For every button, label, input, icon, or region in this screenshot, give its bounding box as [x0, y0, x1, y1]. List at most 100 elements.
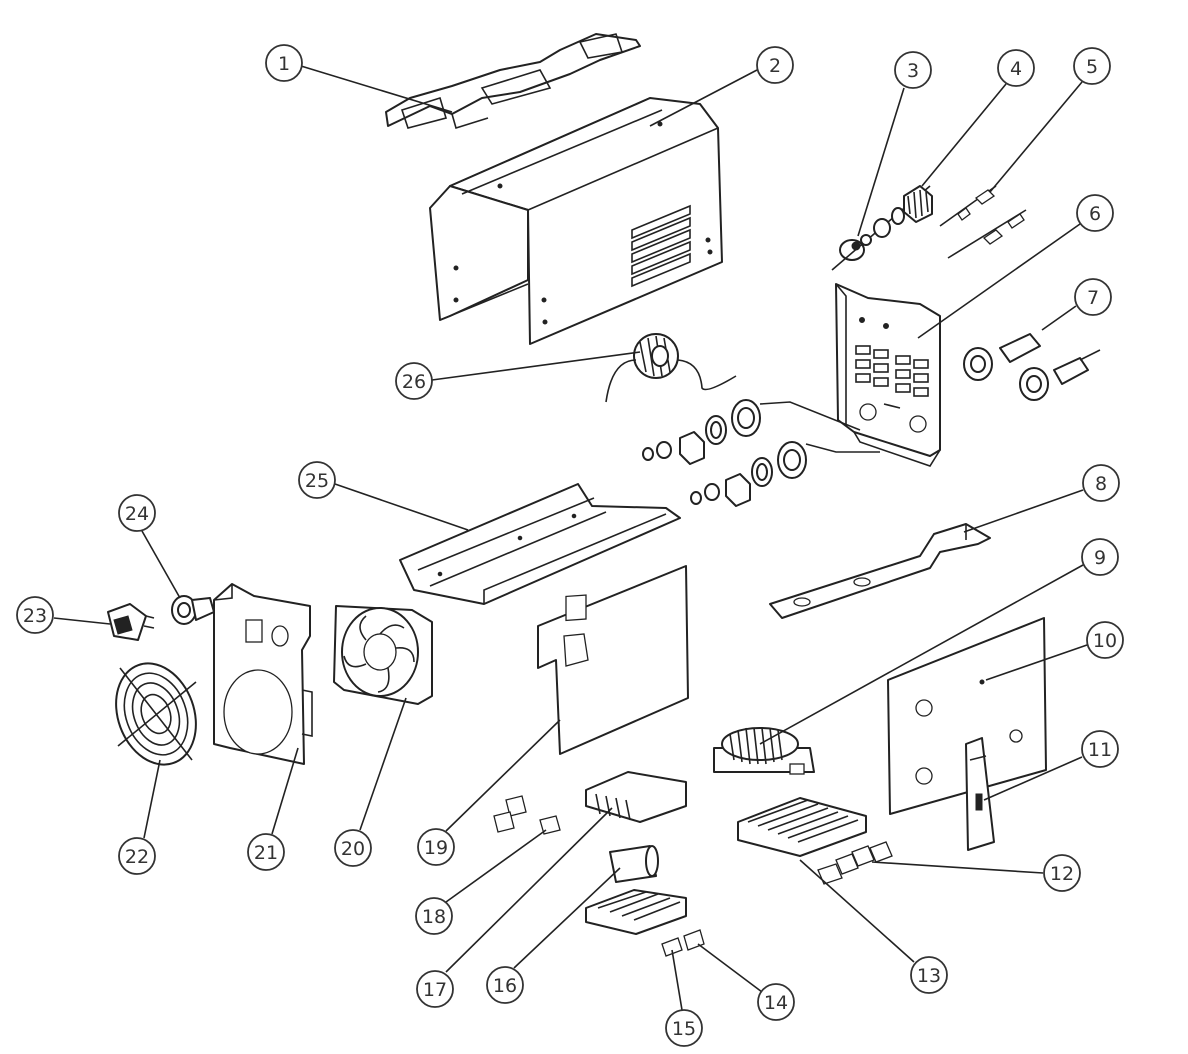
part-base-tray [399, 483, 681, 605]
callout-circle [334, 829, 372, 867]
callout-number: 11 [1088, 739, 1112, 761]
callout-number: 25 [305, 470, 329, 492]
part-fan-guard [115, 662, 197, 766]
callout-circle [395, 362, 433, 400]
part-cable-gland [171, 595, 215, 625]
callout-circle [757, 983, 795, 1021]
callout-number: 5 [1086, 56, 1098, 78]
callout-circle [910, 956, 948, 994]
part-rear-panel [213, 583, 313, 765]
callout-circle [756, 46, 794, 84]
callout-9: 9 [1081, 538, 1119, 576]
part-outer-cover [429, 97, 723, 345]
callout-23: 23 [16, 596, 54, 634]
callout-22: 22 [118, 837, 156, 875]
callout-24: 24 [118, 494, 156, 532]
callout-number: 20 [341, 838, 365, 860]
callout-25: 25 [298, 461, 336, 499]
callout-number: 14 [764, 992, 788, 1014]
callout-4: 4 [997, 49, 1035, 87]
callout-19: 19 [417, 828, 455, 866]
part-front-knob-assembly [831, 185, 1027, 271]
callout-number: 4 [1010, 58, 1022, 80]
callout-number: 2 [769, 55, 781, 77]
part-handle-strap [385, 33, 641, 130]
part-power-board [887, 617, 1047, 815]
callout-circle [16, 596, 54, 634]
callout-8: 8 [1082, 464, 1120, 502]
callout-13: 13 [910, 956, 948, 994]
callout-6: 6 [1076, 194, 1114, 232]
callout-circle [1043, 854, 1081, 892]
callout-number: 8 [1095, 473, 1107, 495]
part-output-sockets [963, 333, 1101, 401]
callout-circle [247, 833, 285, 871]
callout-number: 12 [1050, 863, 1074, 885]
callout-number: 26 [402, 371, 426, 393]
part-heatsink-small [585, 889, 705, 957]
callout-number: 15 [672, 1018, 696, 1040]
callout-15: 15 [665, 1009, 703, 1047]
callout-number: 3 [907, 60, 919, 82]
callout-circle [1082, 464, 1120, 502]
callout-number: 1 [278, 53, 290, 75]
part-power-switch [107, 603, 155, 641]
part-side-bracket [769, 523, 991, 619]
callout-number: 9 [1094, 547, 1106, 569]
callout-circle [486, 966, 524, 1004]
callout-number: 17 [423, 979, 447, 1001]
callout-number: 16 [493, 975, 517, 997]
callout-number: 6 [1089, 203, 1101, 225]
callout-16: 16 [486, 966, 524, 1004]
callout-number: 18 [422, 906, 446, 928]
callout-circle [1073, 47, 1111, 85]
callout-circle [894, 51, 932, 89]
callout-number: 24 [125, 503, 149, 525]
callout-1: 1 [265, 44, 303, 82]
callout-circle [118, 494, 156, 532]
callout-5: 5 [1073, 47, 1111, 85]
callout-21: 21 [247, 833, 285, 871]
callout-number: 22 [125, 846, 149, 868]
callout-number: 23 [23, 605, 47, 627]
leader-lines [53, 65, 1088, 1011]
callout-circle [416, 970, 454, 1008]
callout-circle [1074, 278, 1112, 316]
callout-3: 3 [894, 51, 932, 89]
part-washer-set [642, 399, 880, 507]
callout-circle [265, 44, 303, 82]
part-standoff-bracket [965, 737, 995, 851]
callout-26: 26 [395, 362, 433, 400]
callout-20: 20 [334, 829, 372, 867]
callout-number: 10 [1093, 630, 1117, 652]
part-inductor [605, 333, 737, 403]
part-heatsink-large [737, 797, 867, 857]
callout-7: 7 [1074, 278, 1112, 316]
part-front-panel [835, 283, 941, 467]
callout-18: 18 [415, 897, 453, 935]
part-transistors-left [493, 795, 561, 835]
callout-circle [415, 897, 453, 935]
callout-circle [118, 837, 156, 875]
callout-number: 19 [424, 837, 448, 859]
callout-2: 2 [756, 46, 794, 84]
callout-14: 14 [757, 983, 795, 1021]
callout-number: 13 [917, 965, 941, 987]
callout-circle [1081, 730, 1119, 768]
part-cooling-fan [333, 605, 433, 705]
callout-circle [1086, 621, 1124, 659]
callout-17: 17 [416, 970, 454, 1008]
callout-10: 10 [1086, 621, 1124, 659]
part-heatsink-medium [585, 771, 687, 823]
callout-circle [997, 49, 1035, 87]
part-control-board [537, 565, 689, 755]
callout-circle [417, 828, 455, 866]
part-capacitor [609, 845, 659, 883]
callout-12: 12 [1043, 854, 1081, 892]
callout-number: 7 [1087, 287, 1099, 309]
callout-circle [298, 461, 336, 499]
callout-number: 21 [254, 842, 278, 864]
callout-circle [665, 1009, 703, 1047]
callout-circle [1081, 538, 1119, 576]
